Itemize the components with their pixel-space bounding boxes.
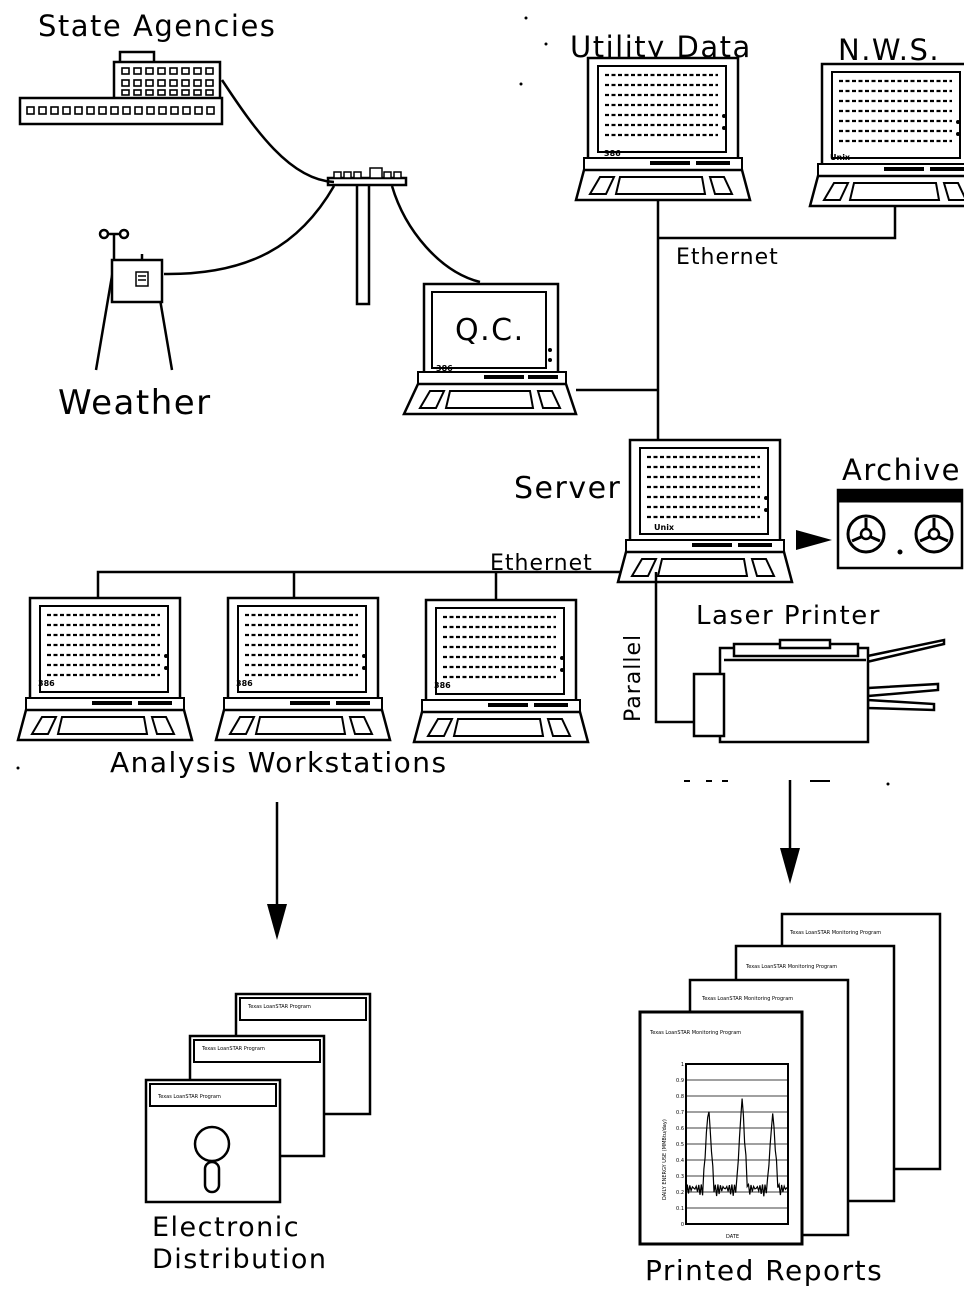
arrow-to-reports [780, 780, 800, 884]
server-workstation [616, 438, 794, 584]
analysis-workstations-label: Analysis Workstations [110, 746, 448, 779]
nws-os-badge: Unix [830, 153, 851, 162]
nws-label: N.W.S. [838, 33, 940, 67]
report-chart-ytick: 0.9 [676, 1078, 684, 1084]
report-4-title: Texas LoanSTAR Monitoring Program [789, 930, 881, 936]
top-ethernet-line [576, 200, 897, 440]
workstation-3-cpu-badge: 386 [434, 681, 451, 690]
bottom-ethernet-label: Ethernet [490, 551, 593, 576]
report-chart-ytick: 0.6 [676, 1126, 684, 1132]
workstation-2-cpu-badge: 386 [236, 679, 253, 688]
printed-reports-label: Printed Reports [645, 1254, 883, 1287]
analysis-workstation-2 [214, 596, 392, 742]
qc-label: Q.C. [455, 313, 525, 348]
report-chart-ytick: 0.1 [676, 1206, 684, 1212]
telephone-wires [163, 79, 481, 284]
disk-3-label: Texas LoanSTAR Program [247, 1004, 311, 1010]
laser-printer-icon [692, 638, 946, 744]
report-chart-ytick: 0 [681, 1222, 684, 1228]
report-1-title: Texas LoanSTAR Monitoring Program [649, 1030, 741, 1036]
weather-label: Weather [58, 383, 212, 423]
utility-data-workstation [574, 56, 752, 202]
tape-drive-icon [836, 488, 964, 570]
utility-data-cpu-badge: 386 [604, 149, 621, 158]
report-chart-ytick: 0.7 [676, 1110, 684, 1116]
report-2-title: Texas LoanSTAR Monitoring Program [701, 996, 793, 1002]
server-label: Server [514, 471, 621, 506]
workstation-1-cpu-badge: 386 [38, 679, 55, 688]
electronic-distribution-label-1: Electronic [152, 1212, 300, 1243]
state-agencies-building-icon [18, 50, 224, 126]
nws-workstation [808, 62, 964, 208]
parallel-label: Parallel [621, 634, 646, 722]
analysis-workstation-3 [412, 598, 590, 744]
archive-arrow [796, 530, 832, 550]
report-chart-ytick: 1 [681, 1062, 684, 1068]
floppy-disk-1 [144, 1078, 282, 1204]
report-chart-xlabel: DATE [726, 1234, 739, 1240]
report-chart-ytick: 0.3 [676, 1174, 684, 1180]
weather-station-icon [94, 228, 174, 371]
arrow-to-distribution [267, 802, 287, 940]
report-chart-trace [685, 1098, 789, 1197]
report-chart-ytick: 0.5 [676, 1142, 684, 1148]
report-chart-ylabel: DAILY ENERGY USE (MMBtu/day) [662, 1119, 668, 1200]
laser-printer-label: Laser Printer [696, 601, 881, 631]
archive-label: Archive [842, 453, 961, 487]
analysis-workstation-1 [16, 596, 194, 742]
qc-cpu-badge: 386 [436, 364, 453, 373]
utility-pole-icon [326, 167, 408, 306]
top-ethernet-label: Ethernet [676, 245, 779, 270]
report-chart-ytick: 0.2 [676, 1190, 684, 1196]
state-agencies-label: State Agencies [38, 9, 276, 43]
electronic-distribution-label-2: Distribution [152, 1244, 328, 1275]
report-chart-ytick: 0.8 [676, 1094, 684, 1100]
server-os-badge: Unix [654, 523, 675, 532]
scan-specks [16, 16, 890, 786]
disk-1-label: Texas LoanSTAR Program [157, 1094, 221, 1100]
report-3-title: Texas LoanSTAR Monitoring Program [745, 964, 837, 970]
disk-2-label: Texas LoanSTAR Program [201, 1046, 265, 1052]
qc-workstation [402, 282, 578, 416]
report-chart-ytick: 0.4 [676, 1158, 684, 1164]
parallel-cable [654, 572, 694, 724]
report-chart: 1 0.9 0.8 0.7 0.6 0.5 0.4 0.3 0.2 0.1 0 [676, 1062, 789, 1228]
bottom-ethernet-line [96, 570, 620, 600]
